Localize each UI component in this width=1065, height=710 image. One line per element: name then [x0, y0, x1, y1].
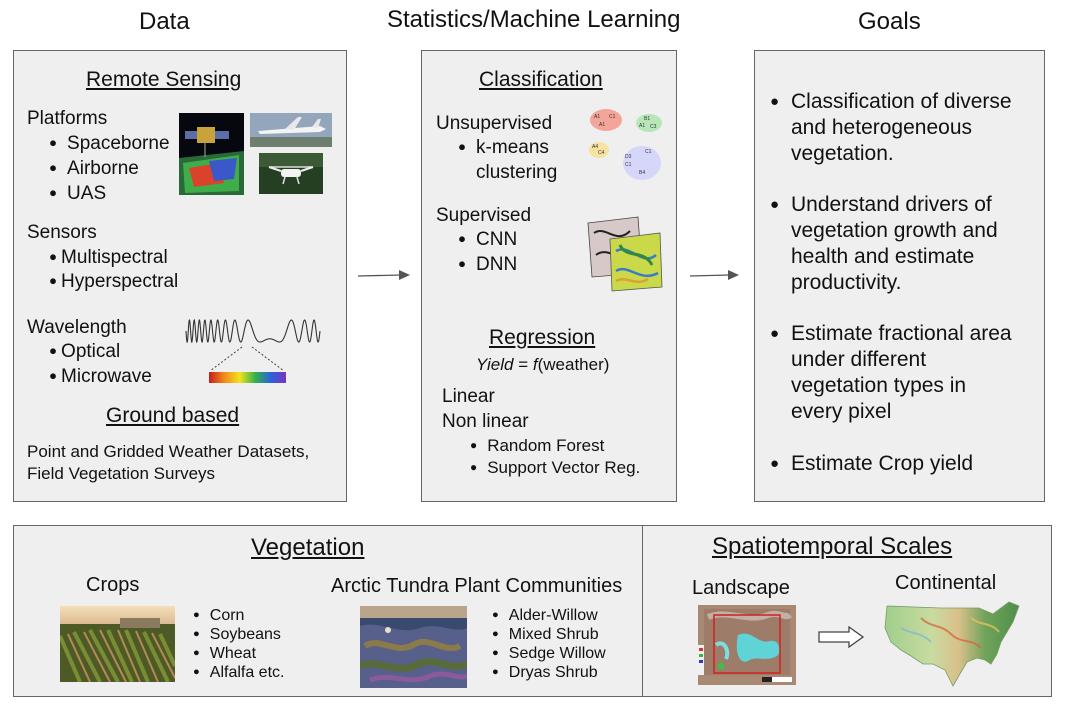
stats-panel: Classification Unsupervised k-means clus… [421, 50, 677, 502]
ground-text-line: Point and Gridded Weather Datasets, [27, 442, 310, 461]
crop-item: Soybeans [193, 626, 281, 644]
goal-line: under different [791, 348, 927, 371]
crop-item: Corn [193, 607, 245, 625]
platform-item: Airborne [49, 158, 139, 180]
goal-item: ● Classification of diverse and heteroge… [770, 89, 1041, 167]
regression-formula: Yield = f(weather) [476, 355, 609, 375]
scales-panel: Spatiotemporal Scales Landscape Continen… [642, 525, 1052, 697]
nonlinear-label: Non linear [442, 411, 529, 432]
platforms-label: Platforms [27, 108, 108, 129]
goal-line: vegetation types in [791, 374, 967, 397]
arctic-item: Alder-Willow [492, 607, 598, 625]
continental-label: Continental [895, 572, 997, 594]
formula-yield: Yield [476, 355, 514, 374]
formula-arg: (weather) [537, 355, 610, 374]
supervised-item: DNN [458, 254, 517, 276]
data-panel: Remote Sensing Platforms Spaceborne Airb… [13, 50, 347, 502]
wavelength-item: Optical [49, 341, 120, 363]
platform-item: UAS [49, 183, 106, 205]
cluster-label: A1 [599, 122, 605, 128]
arctic-item: Mixed Shrub [492, 626, 599, 644]
column-heading-stats: Statistics/Machine Learning [387, 6, 681, 33]
goal-item: ● Estimate Crop yield [770, 451, 1041, 477]
goal-line: vegetation. [791, 142, 894, 165]
goal-line: health and estimate [791, 245, 975, 268]
goal-line: Classification of diverse [791, 90, 1012, 113]
column-heading-goals: Goals [858, 8, 921, 35]
cluster-label: C3 [650, 124, 657, 130]
goal-line: Understand drivers of [791, 193, 992, 216]
goal-item: ● Estimate fractional area under differe… [770, 321, 1041, 425]
landscape-image [698, 605, 796, 685]
platform-item: Spaceborne [49, 133, 169, 155]
wavelength-spectrum-graphic [184, 317, 324, 387]
cluster-label: B1 [644, 116, 650, 122]
formula-f: f [532, 355, 538, 374]
arctic-label: Arctic Tundra Plant Communities [331, 575, 623, 597]
cluster-label: C4 [598, 150, 605, 156]
wavelength-item: Microwave [49, 366, 152, 388]
drone-image [259, 153, 323, 194]
arctic-item: Dryas Shrub [492, 664, 598, 682]
nonlinear-item: Random Forest [470, 436, 604, 456]
crop-item: Alfalfa etc. [193, 664, 285, 682]
supervised-item: CNN [458, 229, 517, 251]
unsupervised-label: Unsupervised [436, 113, 553, 134]
ground-based-heading: Ground based [106, 404, 240, 427]
unsupervised-item-cont: clustering [476, 162, 558, 183]
vegetation-panel: Vegetation Crops Corn Soybeans Wheat Alf… [13, 525, 643, 697]
cluster-label: C1 [645, 149, 652, 155]
landscape-label: Landscape [692, 577, 790, 599]
cluster-label: C1 [625, 162, 632, 168]
goal-line: Estimate Crop yield [791, 452, 974, 475]
unsupervised-item: k-means [458, 137, 549, 159]
classified-map-graphic [586, 215, 664, 293]
cluster-label: B4 [639, 170, 645, 176]
goal-line: vegetation growth and [791, 219, 998, 242]
ground-text-line: Field Vegetation Surveys [27, 464, 216, 483]
arrow-stats-to-goals [689, 270, 739, 280]
goal-line: every pixel [791, 400, 892, 423]
arrow-data-to-stats [357, 270, 410, 280]
wavelength-label: Wavelength [27, 317, 127, 338]
goal-line: productivity. [791, 271, 902, 294]
linear-label: Linear [442, 386, 495, 407]
goal-line: Estimate fractional area [791, 322, 1012, 345]
sensor-item: Hyperspectral [49, 271, 178, 293]
crops-label: Crops [86, 574, 140, 596]
crop-item: Wheat [193, 645, 256, 663]
satellite-image [179, 113, 244, 195]
sensor-item: Multispectral [49, 247, 168, 269]
cluster-label: D3 [625, 154, 632, 160]
crops-photo [60, 606, 175, 682]
supervised-label: Supervised [436, 205, 532, 226]
formula-eq: = [513, 355, 533, 374]
tundra-photo [360, 606, 467, 688]
arrow-landscape-to-continental [818, 626, 865, 648]
nonlinear-item: Support Vector Reg. [470, 458, 640, 478]
cluster-label: A1 [639, 123, 645, 129]
cluster-graphic: A1 C1 A1 B1 A1 C3 A4 C4 D3 C1 B4 C1 [587, 108, 665, 184]
cluster-label: A1 [594, 114, 600, 120]
sensors-label: Sensors [27, 222, 97, 243]
remote-sensing-heading: Remote Sensing [86, 68, 242, 91]
scales-heading: Spatiotemporal Scales [712, 533, 953, 560]
arctic-item: Sedge Willow [492, 645, 606, 663]
regression-heading: Regression [489, 326, 596, 349]
column-heading-data: Data [139, 8, 190, 35]
aircraft-image [250, 113, 332, 147]
goal-line: and heterogeneous [791, 116, 972, 139]
continental-map [881, 598, 1023, 688]
goal-item: ● Understand drivers of vegetation growt… [770, 192, 1041, 296]
classification-heading: Classification [479, 68, 603, 91]
cluster-label: C1 [609, 114, 616, 120]
vegetation-heading: Vegetation [251, 534, 365, 561]
goals-panel: ● Classification of diverse and heteroge… [754, 50, 1045, 502]
cluster-label: A4 [592, 144, 598, 150]
